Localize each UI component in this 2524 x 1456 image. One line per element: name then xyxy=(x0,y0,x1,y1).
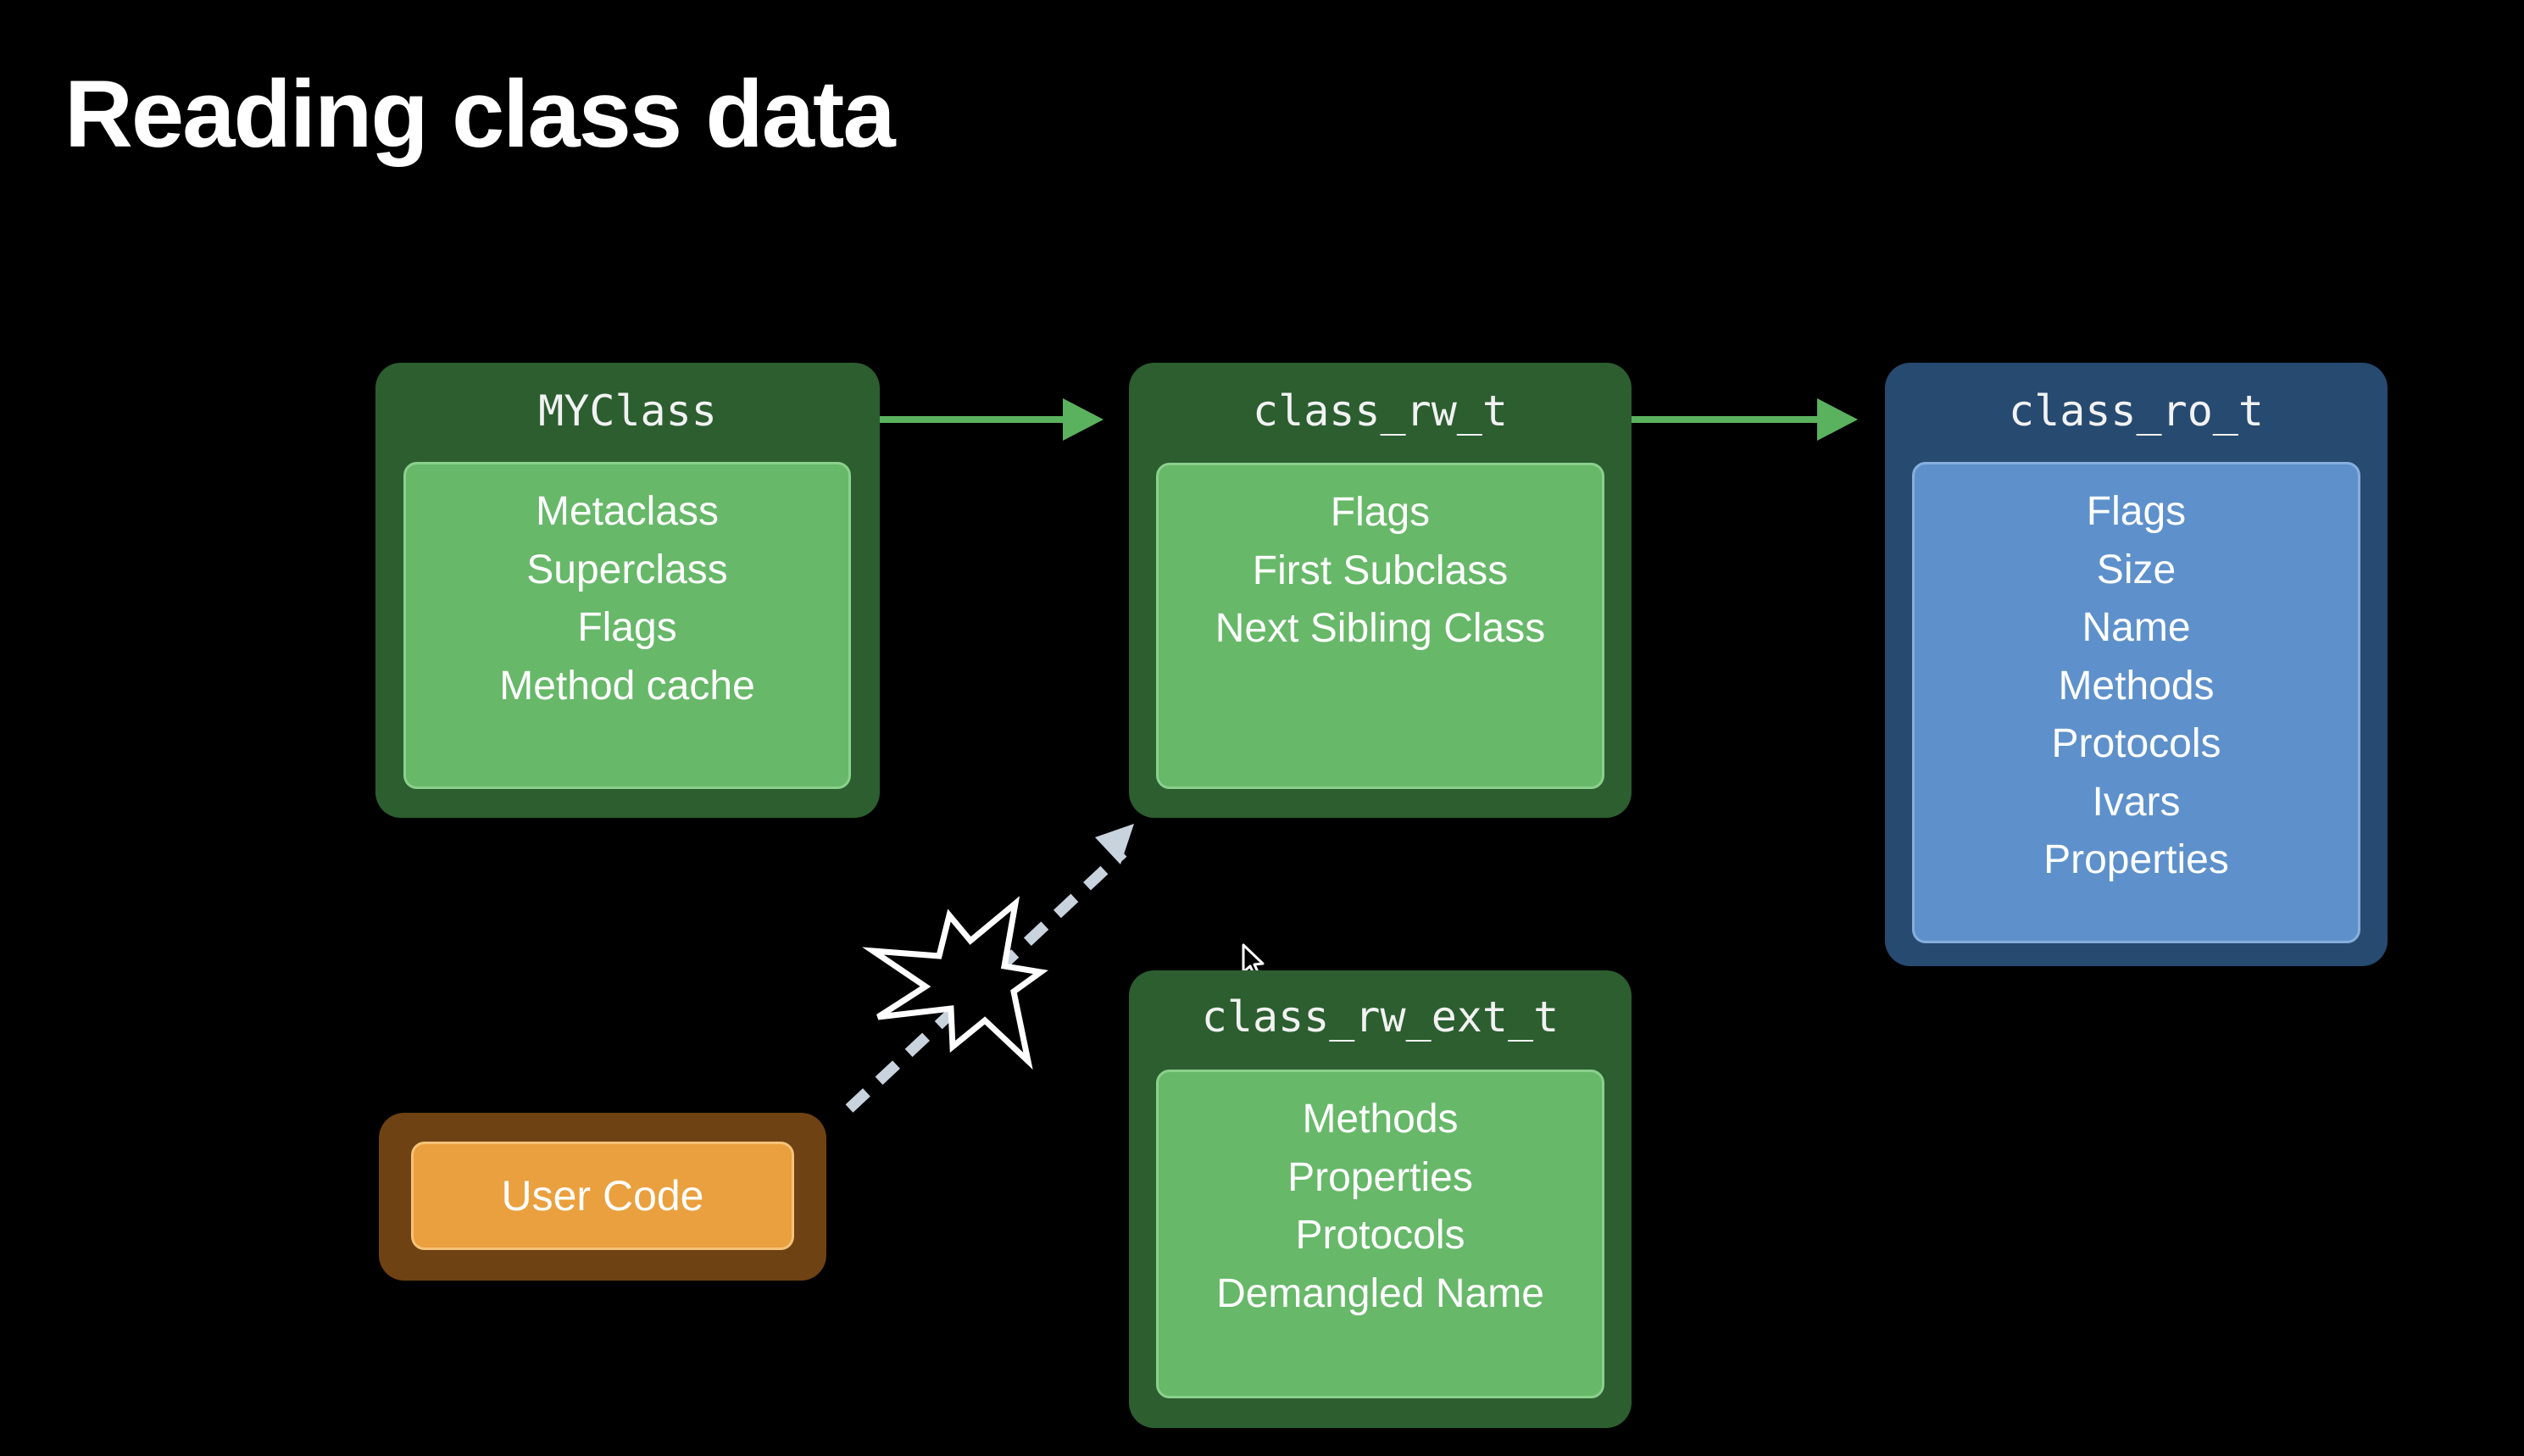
class-ro-t-header: class_ro_t xyxy=(2008,386,2265,436)
user-code-box: User Code xyxy=(411,1142,794,1250)
field-flags: Flags xyxy=(1330,490,1431,535)
class-rw-ext-t-header: class_rw_ext_t xyxy=(1201,992,1559,1042)
field-protocols: Protocols xyxy=(2051,721,2221,766)
field-method-cache: Method cache xyxy=(499,663,755,709)
class-ro-t-fields-box: Flags Size Name Methods Protocols Ivars … xyxy=(1912,462,2360,943)
field-metaclass: Metaclass xyxy=(535,489,720,534)
field-methods: Methods xyxy=(1302,1097,1459,1142)
field-next-sibling-class: Next Sibling Class xyxy=(1215,606,1546,651)
explosion-burst-icon xyxy=(862,896,1048,1070)
field-properties: Properties xyxy=(2043,837,2229,882)
myclass-header: MYClass xyxy=(538,386,717,436)
arrow-rw-to-ro-icon xyxy=(1632,398,1858,441)
class-rw-ext-t-fields-box: Methods Properties Protocols Demangled N… xyxy=(1156,1070,1604,1398)
arrow-myclass-to-rw-icon xyxy=(880,398,1104,441)
class-rw-ext-t-field-list: Methods Properties Protocols Demangled N… xyxy=(1216,1091,1544,1323)
field-demangled-name: Demangled Name xyxy=(1216,1270,1544,1316)
class-ro-t-node: class_ro_t Flags Size Name Methods Proto… xyxy=(1885,363,2388,966)
class-rw-ext-t-node: class_rw_ext_t Methods Properties Protoc… xyxy=(1129,970,1632,1428)
field-size: Size xyxy=(2096,547,2177,592)
user-code-node: User Code xyxy=(379,1113,826,1281)
myclass-node: MYClass Metaclass Superclass Flags Metho… xyxy=(375,363,880,818)
field-name: Name xyxy=(2082,605,2191,650)
class-rw-t-fields-box: Flags First Subclass Next Sibling Class xyxy=(1156,463,1604,789)
field-flags: Flags xyxy=(2086,489,2187,534)
field-superclass: Superclass xyxy=(526,547,728,592)
class-rw-t-node: class_rw_t Flags First Subclass Next Sib… xyxy=(1129,363,1632,818)
dashed-arrow-icon xyxy=(845,824,1134,1113)
field-flags: Flags xyxy=(577,605,677,650)
field-first-subclass: First Subclass xyxy=(1252,547,1509,593)
field-properties: Properties xyxy=(1287,1154,1473,1200)
class-rw-t-header: class_rw_t xyxy=(1252,386,1509,436)
class-rw-t-field-list: Flags First Subclass Next Sibling Class xyxy=(1215,484,1545,659)
field-protocols: Protocols xyxy=(1295,1213,1465,1258)
user-code-label: User Code xyxy=(501,1172,704,1220)
myclass-fields-box: Metaclass Superclass Flags Method cache xyxy=(403,462,851,789)
class-ro-t-field-list: Flags Size Name Methods Protocols Ivars … xyxy=(2043,483,2229,890)
field-methods: Methods xyxy=(2058,663,2215,709)
slide-title: Reading class data xyxy=(64,61,896,167)
myclass-field-list: Metaclass Superclass Flags Method cache xyxy=(499,483,755,715)
field-ivars: Ivars xyxy=(2092,779,2181,825)
